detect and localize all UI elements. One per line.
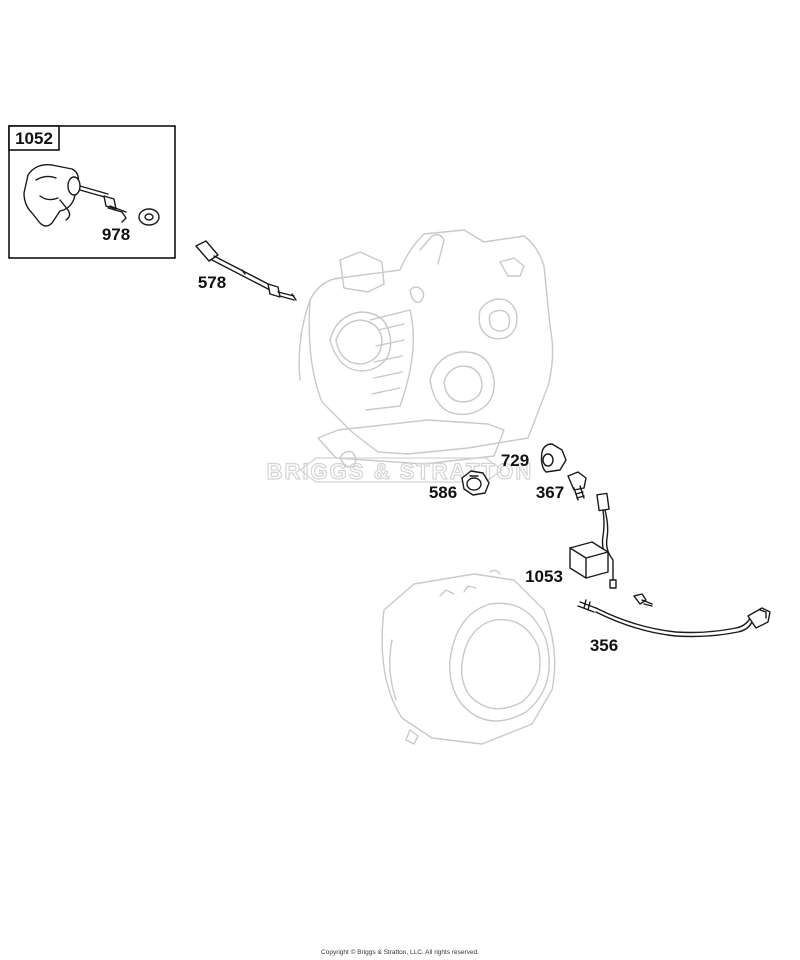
- nut-586: [461, 470, 490, 496]
- copyright-notice: Copyright © Briggs & Stratton, LLC. All …: [321, 949, 479, 956]
- watermark: BRIGGS & STRATTON: [266, 457, 534, 485]
- screw-367: [567, 471, 587, 501]
- oil-switch-578: [195, 240, 297, 301]
- wire-356: [577, 599, 771, 638]
- clip-729: [540, 443, 567, 473]
- callout-729: 729: [501, 451, 529, 470]
- oil-sensor-assembly: [23, 164, 127, 227]
- blower-housing-outline: [381, 569, 556, 745]
- inset-1052: 1052: [8, 125, 176, 259]
- callout-356: 356: [590, 636, 618, 655]
- watermark-text: BRIGGS & STRATTON: [267, 459, 534, 484]
- callout-978: 978: [102, 225, 130, 244]
- callout-367: 367: [536, 483, 564, 502]
- callout-1052: 1052: [15, 129, 53, 148]
- callout-578: 578: [198, 273, 226, 292]
- crankcase-outline: [298, 229, 554, 468]
- screw-small: [633, 593, 653, 607]
- washer-978: [138, 208, 160, 226]
- callout-1053: 1053: [525, 567, 563, 586]
- module-1053: [569, 492, 617, 589]
- callout-586: 586: [429, 483, 457, 502]
